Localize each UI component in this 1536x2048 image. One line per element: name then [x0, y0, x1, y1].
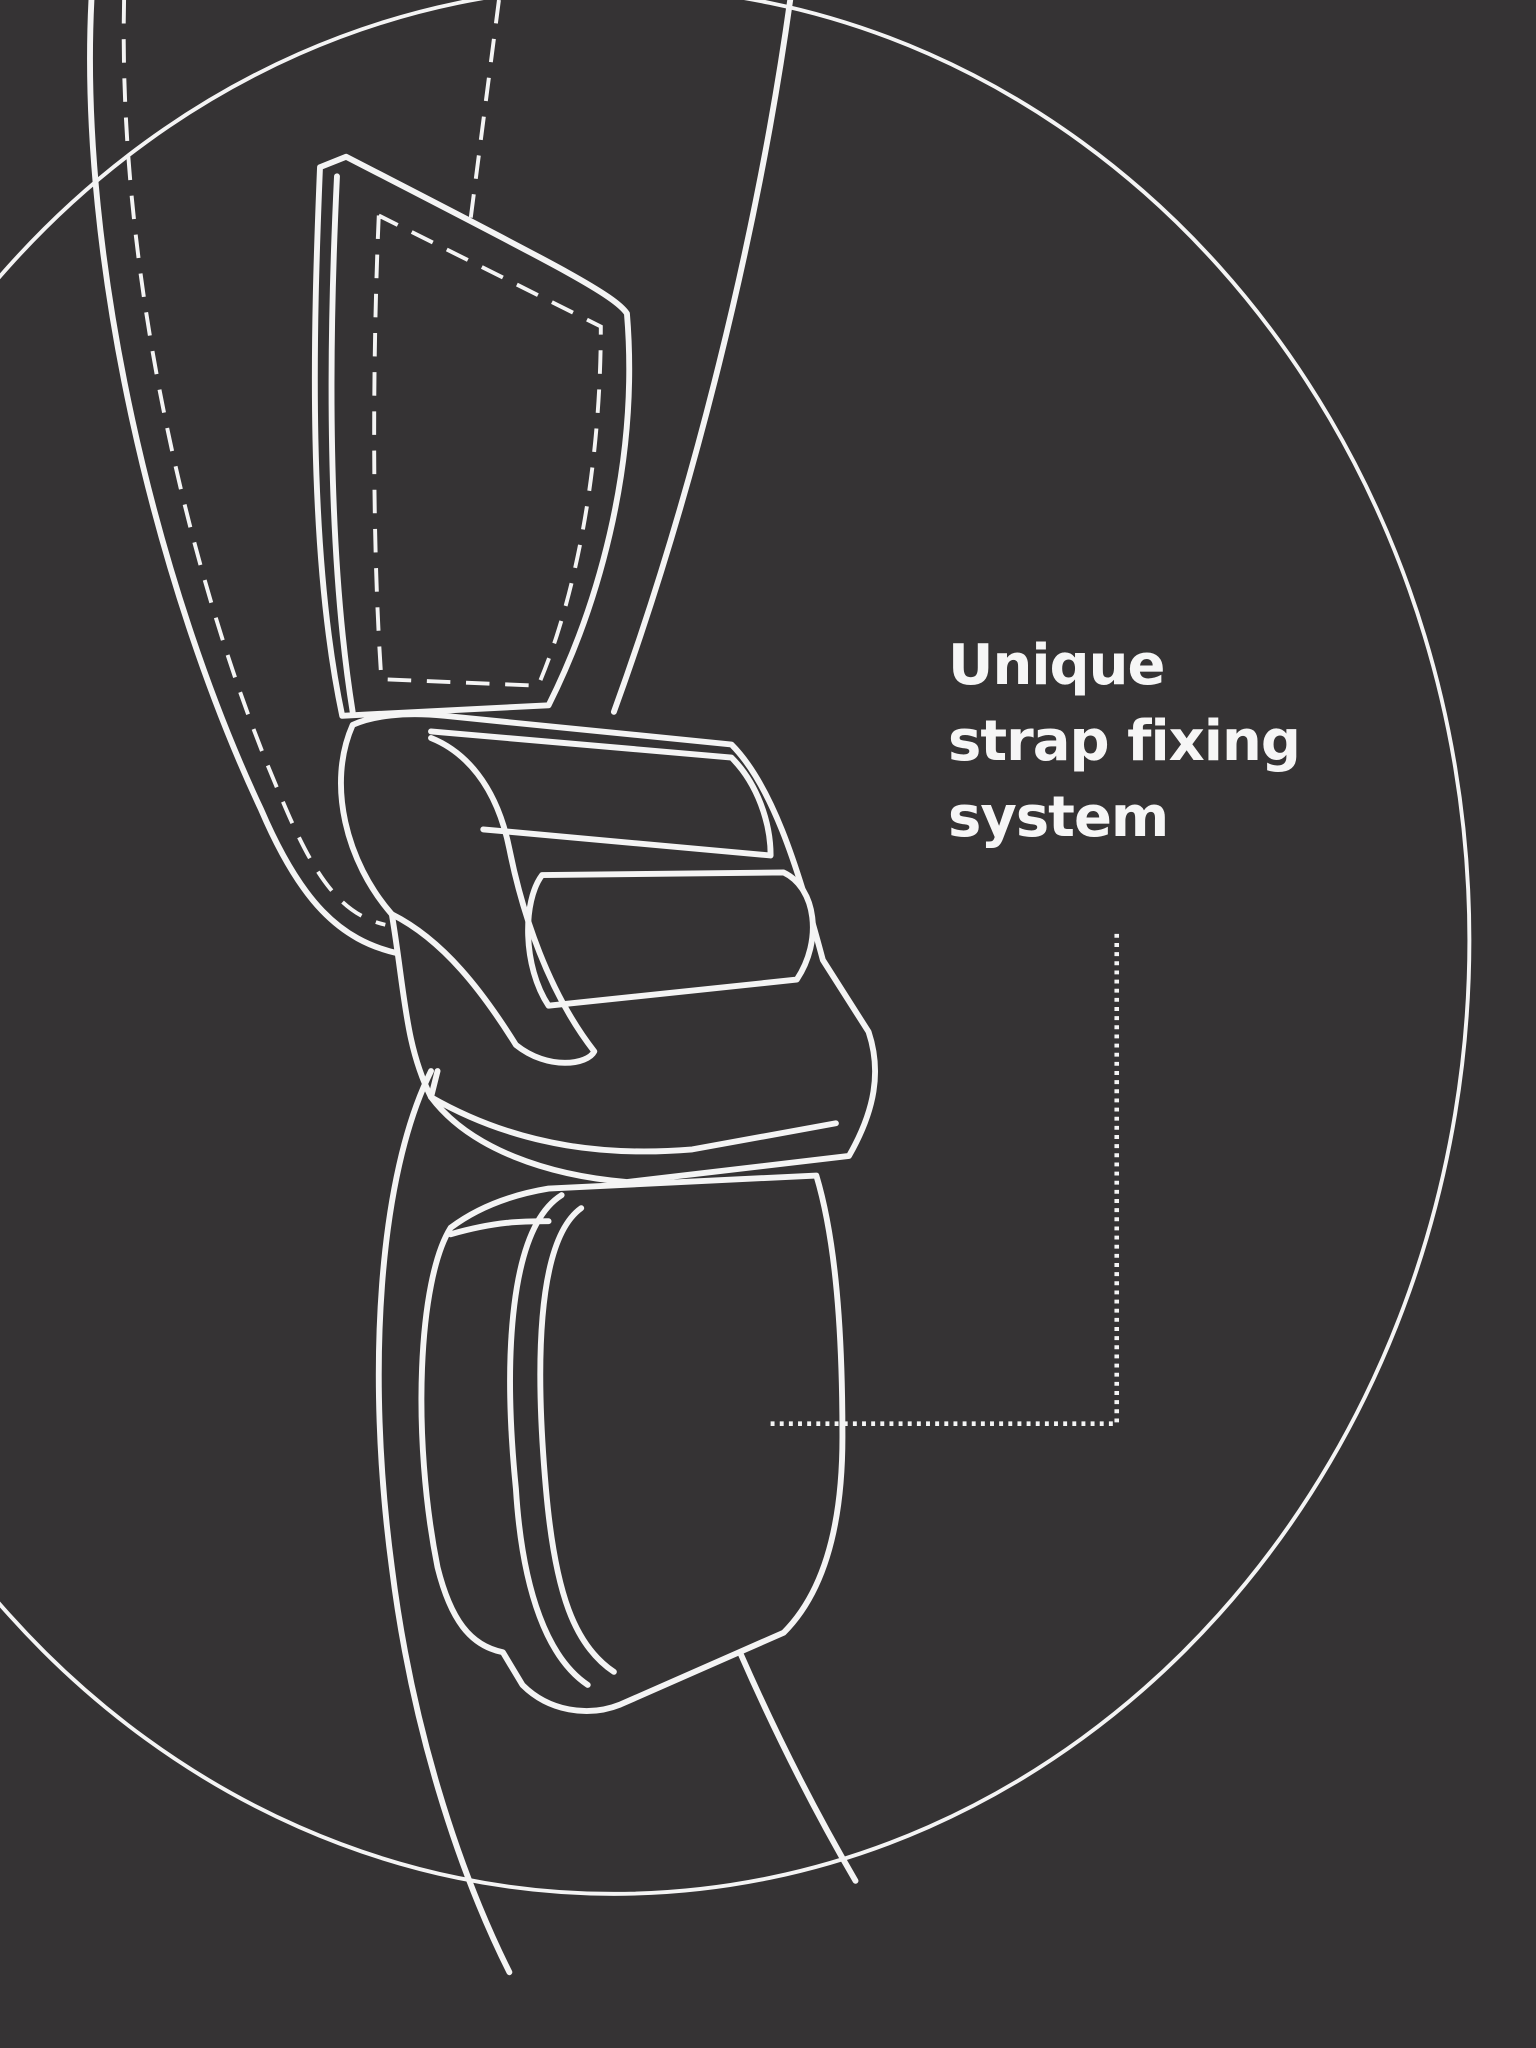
- callout-leader-line: [767, 933, 1120, 1426]
- strap-keeper-inner: [447, 1218, 552, 1238]
- strap-tongue-fold: [328, 173, 356, 715]
- buckle-roller: [525, 869, 816, 1009]
- background-circle: [0, 0, 1472, 1896]
- buckle-front-plate: [428, 1068, 839, 1155]
- upper-strap-outer-edge: [87, 0, 402, 957]
- upper-strap-center-stitching: [468, 0, 501, 223]
- lower-strap-right-edge: [728, 1629, 859, 1884]
- strap-tongue: [311, 153, 633, 719]
- strap-tongue-stitching: [372, 213, 603, 688]
- buckle-hook: [388, 735, 598, 1066]
- upper-strap-stitching: [121, 0, 386, 927]
- upper-strap-right-edge: [610, 0, 794, 715]
- strap-keeper-fold: [507, 1192, 617, 1688]
- feature-callout: Unique strap fixing system: [948, 628, 1301, 856]
- callout-line-2: strap fixing: [948, 709, 1301, 774]
- buckle-top-bar: [428, 728, 774, 859]
- lower-strap-left-edge: [375, 1068, 513, 1976]
- strap-keeper: [418, 1172, 846, 1714]
- callout-line-1: Unique: [948, 633, 1165, 698]
- callout-line-3: system: [948, 785, 1169, 850]
